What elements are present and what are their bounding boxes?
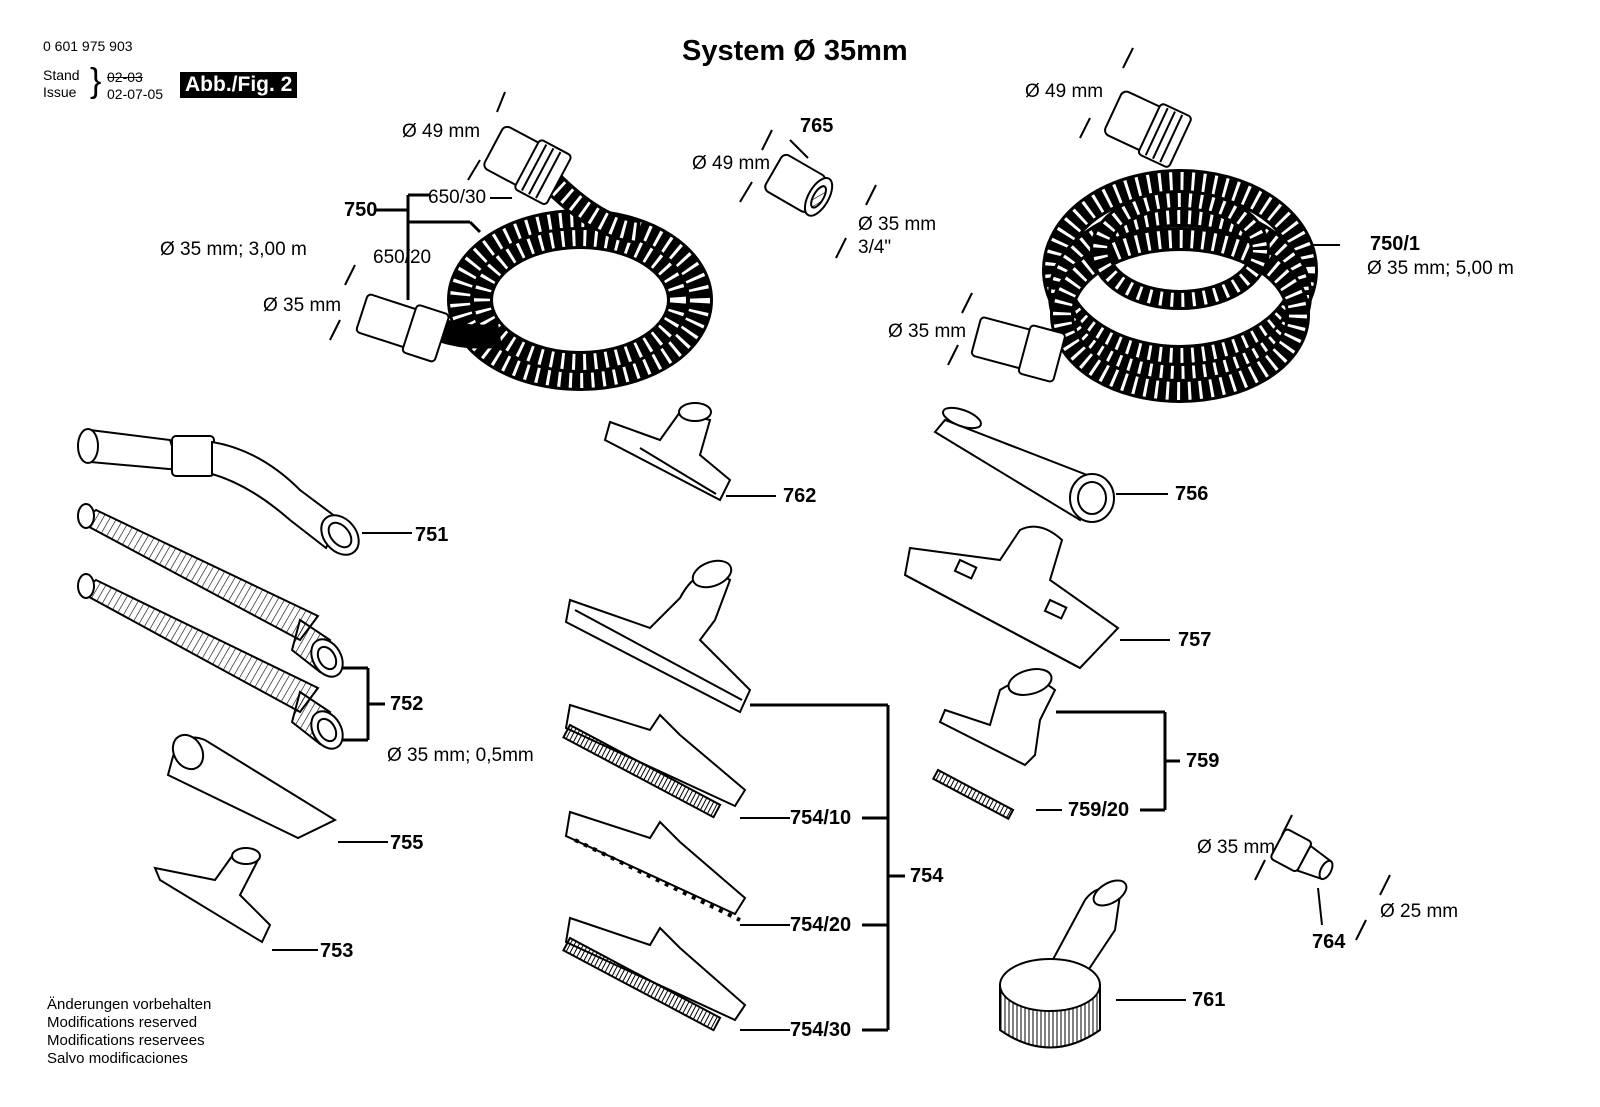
part-750-1: 750/1 xyxy=(1370,233,1421,255)
adapter-thread: 3/4" xyxy=(858,237,892,258)
hose-750-1-drawing xyxy=(970,90,1318,403)
hose1-top-diameter: Ø 49 mm xyxy=(402,121,481,142)
reducer-764-drawing xyxy=(1270,828,1334,881)
part-755: 755 xyxy=(390,832,424,854)
part-754-30: 754/30 xyxy=(790,1019,852,1041)
issue-date: 02-07-05 xyxy=(107,86,164,102)
footer-note-es: Salvo modificaciones xyxy=(47,1050,188,1067)
hose2-spec: Ø 35 mm; 5,00 m xyxy=(1367,258,1514,279)
part-757: 757 xyxy=(1178,629,1212,651)
stand-label: Stand xyxy=(43,67,80,83)
nozzle-757-drawing xyxy=(903,525,1120,670)
footer-note-fr: Modifications reservees xyxy=(47,1032,205,1049)
footer-note-de: Änderungen vorbehalten xyxy=(47,996,212,1013)
nozzle-754-drawing xyxy=(564,559,752,714)
tubes-spec: Ø 35 mm; 0,5mm xyxy=(387,745,534,766)
leader-lines xyxy=(272,47,1391,1032)
issue-label: Issue xyxy=(43,84,77,100)
part-761: 761 xyxy=(1192,989,1226,1011)
part-759-20: 759/20 xyxy=(1068,799,1130,821)
part-750: 750 xyxy=(344,199,378,221)
part-650-30: 650/30 xyxy=(428,187,487,208)
part-754: 754 xyxy=(910,865,944,887)
reducer-out-diameter: Ø 25 mm xyxy=(1380,901,1459,922)
page-title: System Ø 35mm xyxy=(682,35,908,67)
nozzle-753-drawing xyxy=(153,847,272,944)
part-754-10: 754/10 xyxy=(790,807,852,829)
elbow-751-drawing xyxy=(77,428,360,556)
hose1-spec: Ø 35 mm; 3,00 m xyxy=(160,239,307,260)
adapter-765-drawing xyxy=(764,153,834,217)
stand-date: 02-03 xyxy=(107,69,143,85)
brush-759-20-drawing xyxy=(931,768,1015,821)
crevice-755-drawing xyxy=(166,733,338,840)
nozzle-759-drawing xyxy=(938,668,1057,767)
reducer-in-diameter: Ø 35 mm xyxy=(1197,837,1276,858)
hose2-top-diameter: Ø 49 mm xyxy=(1025,81,1104,102)
part-650-20: 650/20 xyxy=(373,247,432,268)
part-753: 753 xyxy=(320,940,354,962)
insert-754-10-drawing xyxy=(562,703,747,819)
hose-750-drawing xyxy=(355,125,713,391)
hose2-end-diameter: Ø 35 mm xyxy=(888,321,967,342)
part-764: 764 xyxy=(1312,931,1346,953)
footer-note-en: Modifications reserved xyxy=(47,1014,198,1031)
insert-754-30-drawing xyxy=(562,916,747,1032)
part-765: 765 xyxy=(800,115,834,137)
adapter-out-diameter: Ø 35 mm xyxy=(858,214,937,235)
part-756: 756 xyxy=(1175,483,1209,505)
doc-number: 0 601 975 903 xyxy=(43,38,133,54)
insert-754-20-drawing xyxy=(564,810,747,922)
adapter-in-diameter: Ø 49 mm xyxy=(692,153,771,174)
tube-756-drawing xyxy=(933,406,1115,523)
hose1-end-diameter: Ø 35 mm xyxy=(263,295,342,316)
part-759: 759 xyxy=(1186,750,1220,772)
brush-761-drawing xyxy=(999,879,1128,1049)
part-754-20: 754/20 xyxy=(790,914,852,936)
part-752: 752 xyxy=(390,693,424,715)
brace-glyph: } xyxy=(90,62,102,100)
figure-label: Abb./Fig. 2 xyxy=(180,72,298,98)
nozzle-762-drawing xyxy=(603,402,732,502)
part-751: 751 xyxy=(415,524,449,546)
part-762: 762 xyxy=(783,485,817,507)
tubes-752-drawing xyxy=(77,503,344,750)
